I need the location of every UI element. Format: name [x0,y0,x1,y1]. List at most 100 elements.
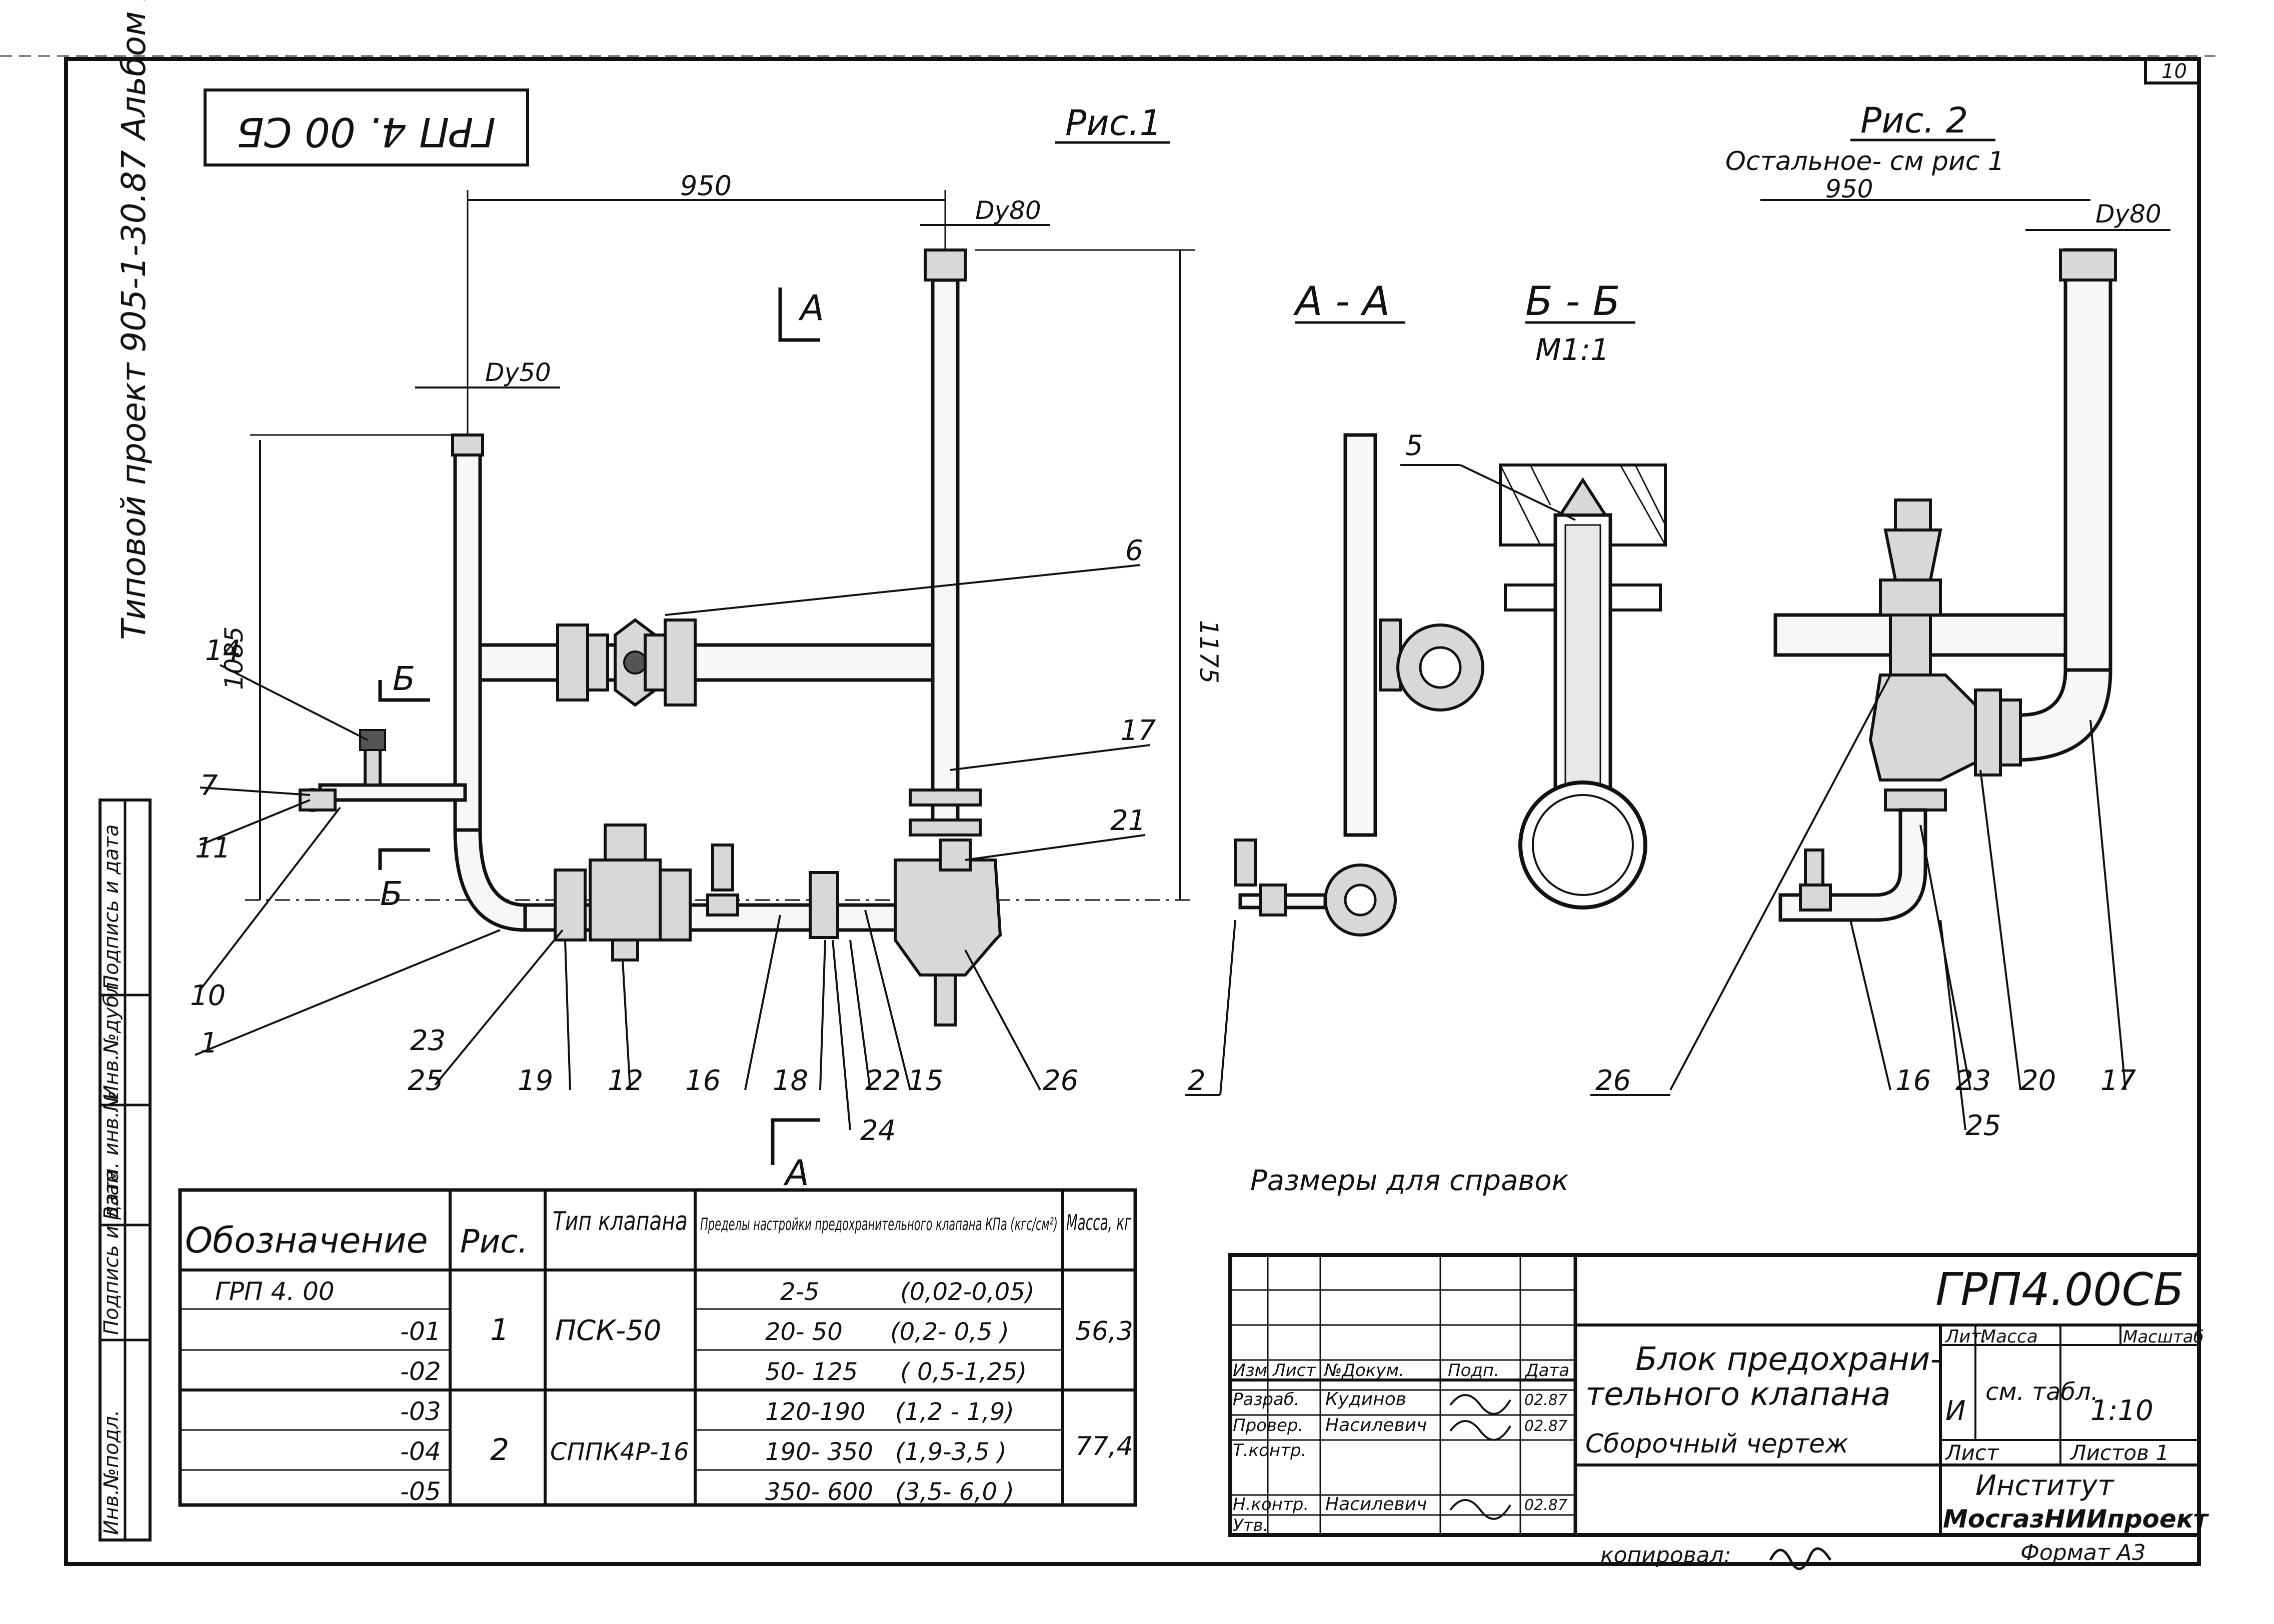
spec-group-2-valve: СППК4Р-16 [550,1438,689,1466]
fig1-callout-2: 2 [1188,1064,1206,1097]
tb-head-izm: Изм [1233,1360,1267,1380]
section-bb-scale: М1:1 [1535,332,1609,368]
spec-row-2-designation: -01 [400,1317,441,1346]
spec-row-6-range: 350- 600 [765,1478,873,1506]
fig2-callout-20: 20 [2020,1064,2056,1097]
spec-header-fig: Рис. [460,1224,528,1260]
section-aa-title: А - А [1293,278,1390,324]
tb-doc-type: Сборочный чертеж [1585,1429,1848,1459]
spec-header-designation: Обозначение [185,1220,428,1261]
spec-group-2-fig: 2 [490,1432,509,1468]
tb-role-tcontrol: Т.контр. [1233,1440,1306,1460]
sheet-format: Формат А3 [2020,1540,2146,1566]
figure-1-title: Рис.1 [1065,102,1162,144]
fig1-callout-14: 14 [205,634,241,667]
figure-2: Рис. 2 Остальное- см рис 1 950 Dy80 [1590,100,2170,1142]
reference-dimensions-note: Размеры для справок [1250,1164,1569,1197]
fig1-callout-24: 24 [860,1114,896,1147]
tb-sheets-label: Листов 1 [2069,1440,2169,1465]
fig2-callout-26: 26 [1595,1064,1631,1097]
fig1-dim-1175: 1175 [1194,620,1223,684]
tb-date-developer: 02.87 [1524,1392,1567,1409]
fig1-section-a-top: А [798,288,824,328]
fig1-dim-dy80: Dy80 [975,196,1041,225]
tb-name-line-2: тельного клапана [1585,1376,1890,1413]
signature-developer [1449,1394,1511,1415]
tb-head-date: Дата [1524,1360,1569,1380]
spec-row-5-range-kgf: (1,9-3,5 ) [895,1438,1007,1466]
section-bb-title: Б - Б [1525,278,1620,324]
tb-mass: см. табл. [1985,1378,2098,1406]
copier-signature [1769,1547,1832,1570]
title-block: Изм Лист №Докум. Подп. Дата Разраб. Пров… [1228,1253,2209,1537]
tb-role-developer: Разраб. [1233,1390,1300,1410]
fig1-section-b-bottom: Б [380,874,403,913]
signature-checker [1449,1420,1511,1441]
side-project-text: Типовой проект 905-1-30.87 Альбом 2 [115,0,153,640]
spec-row-6-designation: -05 [400,1477,441,1506]
spec-group-1-valve: ПСК-50 [555,1314,661,1347]
sheet-frame: 10 ГРП 4. 00 СБ Типовой проект 905-1-30.… [0,0,2215,1566]
fig1-callout-21: 21 [1110,804,1146,837]
spec-row-2-range: 20- 50 [765,1318,843,1346]
fig2-callout-25: 25 [1965,1110,2001,1142]
strip-label-3: Взам. инв.№ [100,1090,123,1220]
fig1-section-a-bottom: А [783,1152,809,1194]
spec-row-4-designation: -03 [400,1397,441,1426]
strip-label-2: Подпись и дата [100,1170,123,1335]
left-strip: Инв.№подл. Подпись и дата Взам. инв.№ Ин… [99,798,152,1542]
tb-role-checker: Провер. [1233,1416,1303,1436]
bb-callout-5: 5 [1405,430,1423,462]
spec-row-1-designation: ГРП 4. 00 [215,1277,335,1306]
spec-row-4-range: 120-190 [765,1398,866,1426]
fig2-callout-23: 23 [1955,1064,1991,1097]
fig2-callout-17: 17 [2100,1064,2136,1097]
spec-row-3-designation: -02 [400,1357,441,1386]
spec-header-range: Пределы настройки предохранительного кла… [700,1214,1058,1234]
tb-name-ncontrol: Насилевич [1325,1494,1427,1514]
fig1-callout-17: 17 [1120,714,1156,747]
fig1-callout-23: 23 [410,1024,446,1057]
tb-org-line-2: МосгазНИИпроект [1943,1504,2209,1534]
tb-name-line-1: Блок предохрани- [1635,1341,1941,1378]
tb-lit-head: Лит. [1944,1326,1987,1347]
tb-scale: 1:10 [2090,1394,2153,1427]
tb-lit: И [1945,1395,1965,1426]
spec-row-2-range-kgf: (0,2- 0,5 ) [890,1318,1009,1346]
fig1-callout-18: 18 [773,1064,808,1097]
spec-row-1-range-kgf: (0,02-0,05) [900,1278,1035,1306]
copied-by: копировал: [1600,1542,1731,1568]
tb-code: ГРП4.00СБ [1935,1264,2184,1316]
fig1-callout-10: 10 [190,980,226,1012]
fig2-dim-950: 950 [1825,174,1873,204]
spec-row-3-range-kgf: ( 0,5-1,25) [900,1358,1027,1386]
fig1-callout-7: 7 [200,770,218,802]
fig1-callout-12: 12 [608,1064,643,1097]
spec-header-mass: Масса, кг [1066,1210,1132,1236]
fig1-dim-1085: 1085 [220,626,249,690]
tb-name-developer: Кудинов [1325,1389,1406,1410]
signature-ncontrol [1449,1499,1511,1520]
strip-label-4: Инв.№дубл. [100,976,123,1100]
fig1-callout-19: 19 [518,1064,553,1097]
fig1-callout-15: 15 [908,1064,943,1097]
spec-group-2-mass: 77,4 [1075,1432,1133,1462]
tb-date-checker: 02.87 [1524,1418,1567,1435]
fig1-dim-950: 950 [680,170,732,202]
tb-org-line-1: Институт [1975,1470,2114,1502]
fig1-dim-dy50: Dy50 [485,358,551,387]
spec-row-1-range: 2-5 [780,1278,819,1306]
fig1-callout-11: 11 [195,832,231,864]
strip-label-1: Инв.№подл. [100,1410,123,1535]
spec-row-5-range: 190- 350 [765,1438,873,1466]
spec-row-5-designation: -04 [400,1437,441,1466]
rotated-code: ГРП 4. 00 СБ [237,108,496,155]
tb-date-ncontrol: 02.87 [1524,1496,1567,1514]
tb-role-ncontrol: Н.контр. [1233,1494,1309,1514]
tb-head-doc: №Докум. [1323,1360,1404,1380]
sheet-number: 10 [2161,60,2187,83]
tb-role-approved: Утв. [1233,1516,1268,1536]
fig2-dim-dy80: Dy80 [2095,200,2161,228]
section-views: А - А Б - Б М1:1 5 [1234,278,1667,936]
fig1-callout-26: 26 [1043,1064,1078,1097]
